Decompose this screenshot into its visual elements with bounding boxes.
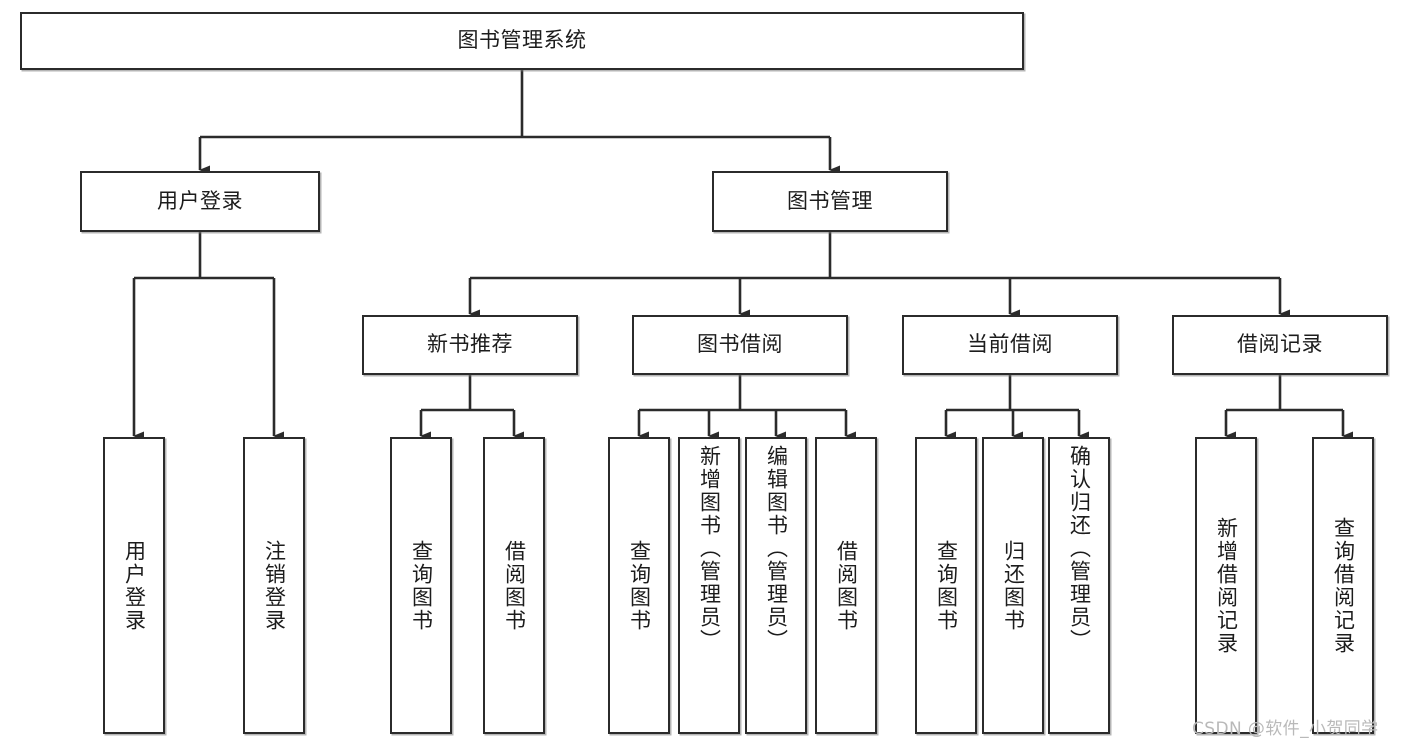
node-label-leaf-borrow-book-rec: 借阅图书 [502,539,527,632]
node-leaf-user-login[interactable]: 用户登录 [103,437,165,734]
node-label-leaf-query-borrow-record: 查询借阅记录 [1331,516,1356,655]
node-label-new-book-rec: 新书推荐 [427,332,513,357]
node-label-leaf-query-book-current: 查询图书 [934,539,959,632]
node-leaf-query-book-rec[interactable]: 查询图书 [390,437,452,734]
node-book-borrow[interactable]: 图书借阅 [632,315,848,375]
node-label-borrow-record: 借阅记录 [1237,332,1323,357]
node-leaf-query-book-current[interactable]: 查询图书 [915,437,977,734]
node-borrow-record[interactable]: 借阅记录 [1172,315,1388,375]
node-label-leaf-query-book-borrow: 查询图书 [627,539,652,632]
node-label-root: 图书管理系统 [457,28,587,53]
node-leaf-query-book-borrow[interactable]: 查询图书 [608,437,670,734]
node-leaf-return-book[interactable]: 归还图书 [982,437,1044,734]
node-label-leaf-add-borrow-record: 新增借阅记录 [1214,516,1239,655]
node-label-leaf-user-logout: 注销登录 [262,539,287,632]
node-root[interactable]: 图书管理系统 [20,12,1024,70]
node-label-current-borrow: 当前借阅 [967,332,1053,357]
node-label-book-borrow: 图书借阅 [697,332,783,357]
node-leaf-query-borrow-record[interactable]: 查询借阅记录 [1312,437,1374,734]
node-label-leaf-query-book-rec: 查询图书 [409,539,434,632]
node-label-leaf-edit-book: 编辑图书（管理员） [764,445,789,652]
edges-group [132,70,1353,441]
node-label-user-login: 用户登录 [157,188,243,213]
node-label-leaf-confirm-return: 确认归还（管理员） [1067,445,1092,652]
node-book-manage[interactable]: 图书管理 [712,171,948,232]
node-leaf-add-book[interactable]: 新增图书（管理员） [678,437,740,734]
node-label-leaf-user-login: 用户登录 [122,539,147,632]
node-leaf-edit-book[interactable]: 编辑图书（管理员） [745,437,807,734]
node-leaf-borrow-book[interactable]: 借阅图书 [815,437,877,734]
node-label-leaf-add-book: 新增图书（管理员） [697,445,722,652]
watermark-label: CSDN @软件_小贺同学 [1192,719,1379,739]
node-leaf-confirm-return[interactable]: 确认归还（管理员） [1048,437,1110,734]
node-label-leaf-borrow-book: 借阅图书 [834,539,859,632]
node-label-leaf-return-book: 归还图书 [1001,539,1026,632]
node-leaf-add-borrow-record[interactable]: 新增借阅记录 [1195,437,1257,734]
node-user-login[interactable]: 用户登录 [80,171,320,232]
node-label-book-manage: 图书管理 [787,188,873,213]
node-current-borrow[interactable]: 当前借阅 [902,315,1118,375]
node-new-book-rec[interactable]: 新书推荐 [362,315,578,375]
node-leaf-borrow-book-rec[interactable]: 借阅图书 [483,437,545,734]
node-leaf-user-logout[interactable]: 注销登录 [243,437,305,734]
